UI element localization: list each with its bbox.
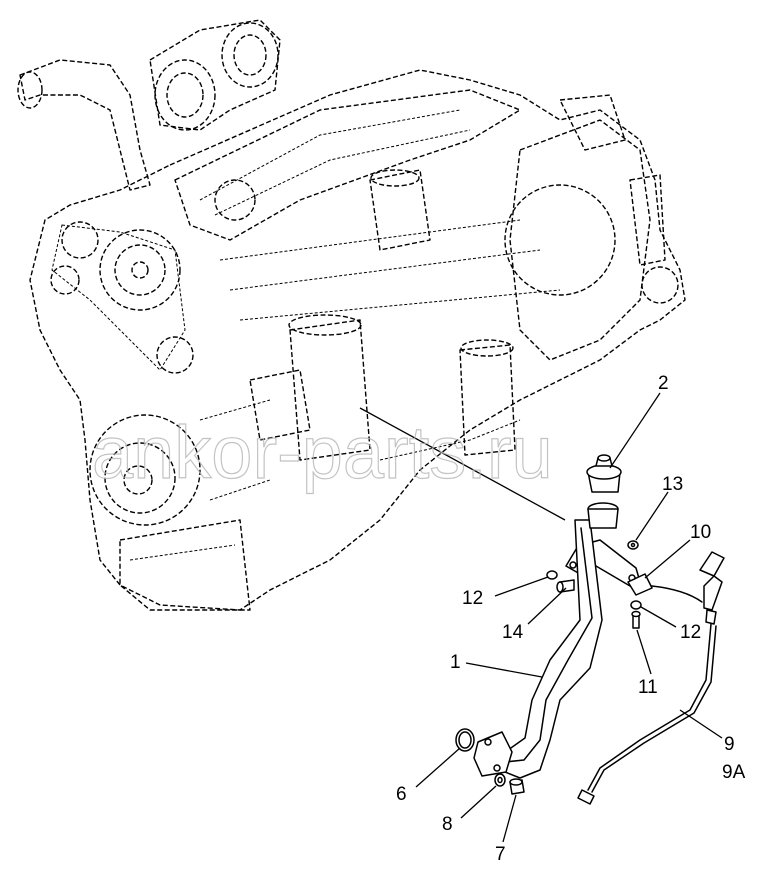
watermark-text: ankor-parts.ru (92, 411, 553, 494)
callout-1: 1 (450, 652, 461, 673)
callout-11: 11 (638, 677, 658, 698)
callout-13: 13 (662, 474, 683, 495)
part-10-clip (627, 573, 653, 596)
part-6-o-ring (455, 728, 475, 752)
callout-7: 7 (495, 844, 506, 865)
engine-phantom-outline (17, 19, 686, 611)
callout-leaders (415, 392, 723, 843)
callout-14: 14 (502, 622, 524, 643)
callout-8: 8 (442, 814, 453, 835)
callout-10: 10 (690, 522, 711, 543)
callout-6: 6 (396, 784, 407, 805)
part-12-washer-upper (546, 570, 558, 580)
part-14-bolt (556, 579, 575, 593)
part-13-nut (627, 540, 639, 550)
part-8-washer (494, 773, 506, 787)
part-2-filler-cap (586, 454, 622, 493)
callout-9a: 9A (722, 762, 746, 783)
part-12-washer-lower (630, 600, 642, 610)
part-7-bolt (509, 778, 525, 795)
callout-9: 9 (724, 734, 735, 755)
callout-2: 2 (658, 373, 669, 394)
callout-12-upper: 12 (462, 588, 483, 609)
callout-12-lower: 12 (680, 622, 701, 643)
part-1-filler-tube (473, 502, 641, 779)
part-9-dipstick (577, 551, 725, 805)
engine-location-leader (359, 407, 566, 521)
part-11-bolt (631, 610, 641, 629)
